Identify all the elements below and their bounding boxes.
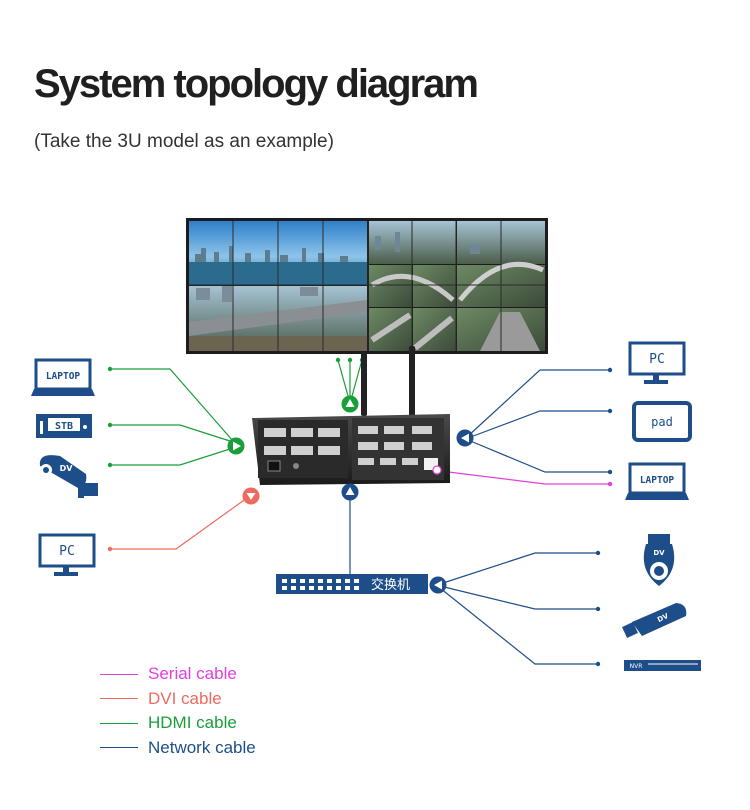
right-pc-label: PC <box>649 352 665 367</box>
legend-item-dvi: DVI cable <box>100 687 256 712</box>
network-input-marker-bottom <box>341 483 359 501</box>
nvr-label: NVR <box>630 663 643 670</box>
network-input-marker-right <box>456 429 474 447</box>
page-title: System topology diagram <box>34 62 479 106</box>
legend-swatch-serial <box>100 673 138 675</box>
legend-item-network: Network cable <box>100 736 256 761</box>
hdmi-input-marker <box>227 437 245 455</box>
wall-image-highways <box>369 221 545 351</box>
legend-item-serial: Serial cable <box>100 662 256 687</box>
left-laptop-device: LAPTOP <box>31 358 95 396</box>
serial-cable <box>431 469 610 485</box>
video-wall-controller <box>252 346 450 485</box>
left-laptop-label: LAPTOP <box>46 371 81 382</box>
pad-label: pad <box>651 415 673 429</box>
right-laptop-label: LAPTOP <box>640 475 675 486</box>
hdmi-output-marker <box>341 395 359 413</box>
bullet-camera-device: DV <box>622 603 687 638</box>
right-laptop-device: LAPTOP <box>625 462 689 500</box>
legend-label-hdmi: HDMI cable <box>148 713 237 733</box>
legend-item-hdmi: HDMI cable <box>100 711 256 736</box>
switch-marker <box>429 576 447 594</box>
pad-device: pad <box>632 401 692 442</box>
legend-label-serial: Serial cable <box>148 664 237 684</box>
right-pc-device: PC <box>628 341 686 384</box>
dome-camera-device: DV <box>643 534 675 586</box>
serial-input-marker <box>432 465 442 475</box>
dvi-input-marker <box>242 487 260 505</box>
antenna-left <box>361 352 367 416</box>
page-subtitle: (Take the 3U model as an example) <box>34 131 334 152</box>
legend: Serial cable DVI cable HDMI cable Networ… <box>100 662 256 760</box>
legend-swatch-hdmi <box>100 722 138 724</box>
stb-label: STB <box>55 421 73 432</box>
legend-swatch-network <box>100 747 138 749</box>
antenna-right <box>409 346 415 416</box>
left-pc-device: PC <box>38 533 96 576</box>
network-switch: 交换机 <box>276 574 428 594</box>
legend-label-dvi: DVI cable <box>148 688 222 708</box>
legend-swatch-dvi <box>100 698 138 700</box>
dome-camera-label: DV <box>653 549 665 557</box>
dvi-cable <box>110 497 248 550</box>
left-camera-label: DV <box>60 464 74 473</box>
stb-device: STB <box>36 414 92 438</box>
video-wall <box>186 218 548 354</box>
hdmi-cables <box>110 359 363 466</box>
left-pc-label: PC <box>59 544 75 559</box>
network-cables <box>349 369 610 665</box>
left-camera-device: DV <box>39 455 98 498</box>
nvr-device: NVR <box>624 660 701 671</box>
legend-label-network: Network cable <box>148 737 256 757</box>
switch-label: 交换机 <box>371 577 410 593</box>
